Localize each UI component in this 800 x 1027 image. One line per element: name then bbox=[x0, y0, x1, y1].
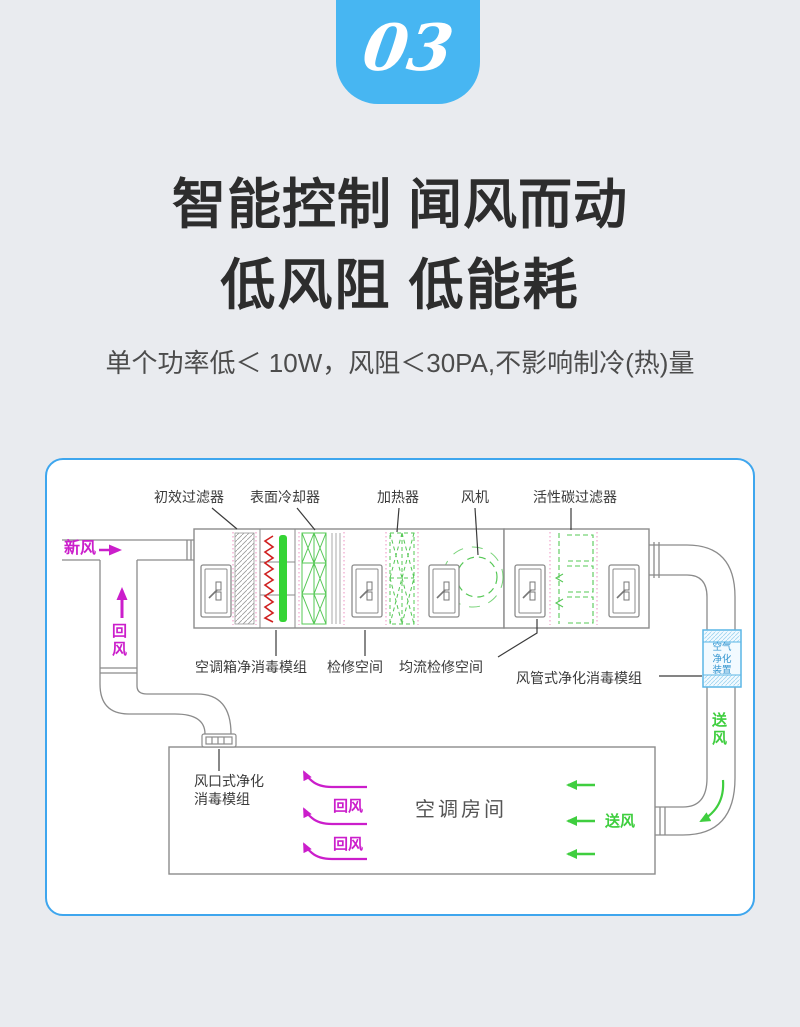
purifier-line: 装置 bbox=[712, 665, 732, 676]
label-flow-service-space: 均流检修空间 bbox=[399, 659, 483, 675]
label-fresh-air: 新风 bbox=[64, 540, 97, 557]
hvac-diagram-panel: 初效过滤器 表面冷却器 加热器 风机 活性碳过滤器 空调箱净消毒模组 检修空间 … bbox=[45, 458, 755, 916]
carbon-filter-section bbox=[549, 532, 598, 625]
label-surface-cooler: 表面冷却器 bbox=[250, 489, 320, 505]
flow-arrows bbox=[99, 544, 725, 861]
leader-lines bbox=[211, 507, 702, 771]
label-vent-module: 风口式净化 消毒模组 bbox=[194, 772, 264, 808]
label-fan: 风机 bbox=[461, 489, 489, 505]
subtitle: 单个功率低＜ 10W，风阻＜30PA,不影响制冷(热)量 bbox=[105, 348, 695, 378]
label-carbon-filter: 活性碳过滤器 bbox=[533, 489, 617, 505]
label-vent-module-line2: 消毒模组 bbox=[194, 791, 250, 807]
access-door bbox=[351, 564, 383, 618]
pre-filter-section bbox=[232, 532, 257, 625]
access-door bbox=[428, 564, 460, 618]
access-door bbox=[608, 564, 640, 618]
room-return-arrow bbox=[303, 842, 367, 861]
label-pre-filter: 初效过滤器 bbox=[154, 489, 224, 505]
label-ahu-module: 空调箱净消毒模组 bbox=[195, 659, 307, 675]
label-room-return-2: 回风 bbox=[333, 836, 364, 853]
label-room-return-1: 回风 bbox=[333, 798, 364, 815]
label-return-air-duct: 回风 bbox=[110, 623, 127, 659]
access-door bbox=[514, 564, 546, 618]
fresh-return-duct bbox=[62, 539, 232, 735]
label-heater: 加热器 bbox=[377, 489, 419, 505]
purifier-box bbox=[702, 629, 742, 688]
purifier-line: 净化 bbox=[712, 653, 732, 665]
heater-coil bbox=[385, 532, 419, 625]
section-number: 03 bbox=[358, 11, 459, 86]
label-service-space: 检修空间 bbox=[327, 659, 383, 675]
supply-duct bbox=[649, 542, 736, 836]
title-line2: 低风阻 低能耗 bbox=[220, 254, 580, 316]
section-badge: 03 bbox=[336, 0, 480, 104]
label-vent-module-line1: 风口式净化 bbox=[194, 773, 264, 789]
green-lamp-bar bbox=[279, 535, 287, 622]
label-room-supply: 送风 bbox=[605, 813, 636, 830]
room-return-arrow bbox=[303, 770, 367, 789]
supply-elbow-arrow bbox=[699, 779, 725, 822]
purifier-line: 空气 bbox=[712, 642, 732, 653]
ahu-box bbox=[193, 528, 650, 629]
label-supply-air-duct: 送风 bbox=[710, 712, 727, 748]
eliminator-plates bbox=[331, 533, 341, 624]
vent-grille bbox=[201, 733, 237, 748]
ahu-disinfection-module bbox=[259, 529, 300, 628]
room-return-arrow bbox=[303, 807, 367, 826]
hvac-diagram-svg bbox=[62, 507, 742, 875]
label-room-name: 空调房间 bbox=[415, 799, 507, 821]
access-door bbox=[200, 564, 232, 618]
uv-zigzag bbox=[263, 535, 275, 623]
purifier-box-text: 空气 净化 装置 bbox=[704, 642, 740, 677]
surface-cooler-coil bbox=[301, 532, 327, 625]
label-duct-module: 风管式净化消毒模组 bbox=[516, 670, 642, 686]
title-line1: 智能控制 闻风而动 bbox=[171, 175, 628, 235]
